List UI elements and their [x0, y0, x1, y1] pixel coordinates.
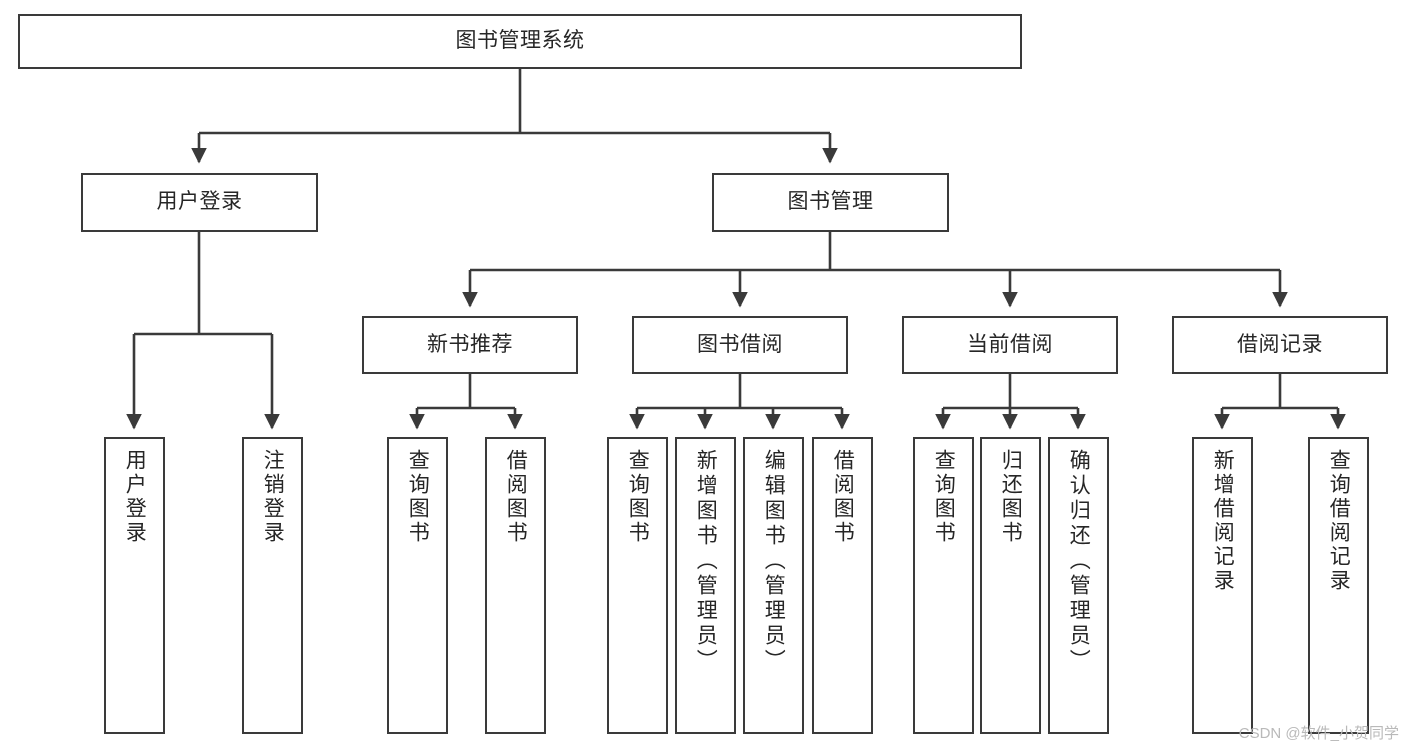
- node-label: 确认归还（管理员）: [1067, 449, 1091, 674]
- node-label: 归还图书: [999, 449, 1023, 545]
- node-current-borrow[interactable]: 当前借阅: [902, 316, 1118, 374]
- leaf-borrow-book-recommend[interactable]: 借阅图书: [485, 437, 546, 734]
- node-user-login[interactable]: 用户登录: [81, 173, 318, 232]
- leaf-add-book-admin[interactable]: 新增图书（管理员）: [675, 437, 736, 734]
- leaf-return-book[interactable]: 归还图书: [980, 437, 1041, 734]
- node-label: 查询图书: [932, 449, 956, 545]
- node-book-borrow[interactable]: 图书借阅: [632, 316, 848, 374]
- node-label: 查询图书: [626, 449, 650, 545]
- leaf-query-borrow-record[interactable]: 查询借阅记录: [1308, 437, 1369, 734]
- node-book-management[interactable]: 图书管理: [712, 173, 949, 232]
- node-label: 图书借阅: [697, 332, 783, 356]
- node-label: 当前借阅: [967, 332, 1053, 356]
- node-borrow-record[interactable]: 借阅记录: [1172, 316, 1388, 374]
- node-new-book-recommend[interactable]: 新书推荐: [362, 316, 578, 374]
- leaf-user-login[interactable]: 用户登录: [104, 437, 165, 734]
- node-label: 借阅图书: [831, 449, 855, 545]
- node-label: 借阅记录: [1237, 332, 1323, 356]
- node-root-book-management-system[interactable]: 图书管理系统: [18, 14, 1022, 69]
- leaf-logout-login[interactable]: 注销登录: [242, 437, 303, 734]
- leaf-confirm-return-admin[interactable]: 确认归还（管理员）: [1048, 437, 1109, 734]
- leaf-query-book-borrow[interactable]: 查询图书: [607, 437, 668, 734]
- node-label: 图书管理系统: [455, 29, 585, 53]
- node-label: 编辑图书（管理员）: [762, 449, 786, 674]
- node-label: 借阅图书: [504, 449, 528, 545]
- node-label: 新增图书（管理员）: [694, 449, 718, 674]
- node-label: 新增借阅记录: [1211, 449, 1235, 593]
- node-label: 注销登录: [261, 449, 285, 545]
- leaf-query-book-current[interactable]: 查询图书: [913, 437, 974, 734]
- node-label: 用户登录: [156, 190, 243, 214]
- node-label: 新书推荐: [427, 332, 513, 356]
- node-label: 图书管理: [787, 190, 874, 214]
- node-label: 用户登录: [123, 449, 147, 545]
- csdn-watermark: CSDN @软件_小贺同学: [1238, 725, 1399, 742]
- leaf-query-book-recommend[interactable]: 查询图书: [387, 437, 448, 734]
- leaf-borrow-book[interactable]: 借阅图书: [812, 437, 873, 734]
- node-label: 查询图书: [406, 449, 430, 545]
- leaf-edit-book-admin[interactable]: 编辑图书（管理员）: [743, 437, 804, 734]
- node-label: 查询借阅记录: [1327, 449, 1351, 593]
- leaf-add-borrow-record[interactable]: 新增借阅记录: [1192, 437, 1253, 734]
